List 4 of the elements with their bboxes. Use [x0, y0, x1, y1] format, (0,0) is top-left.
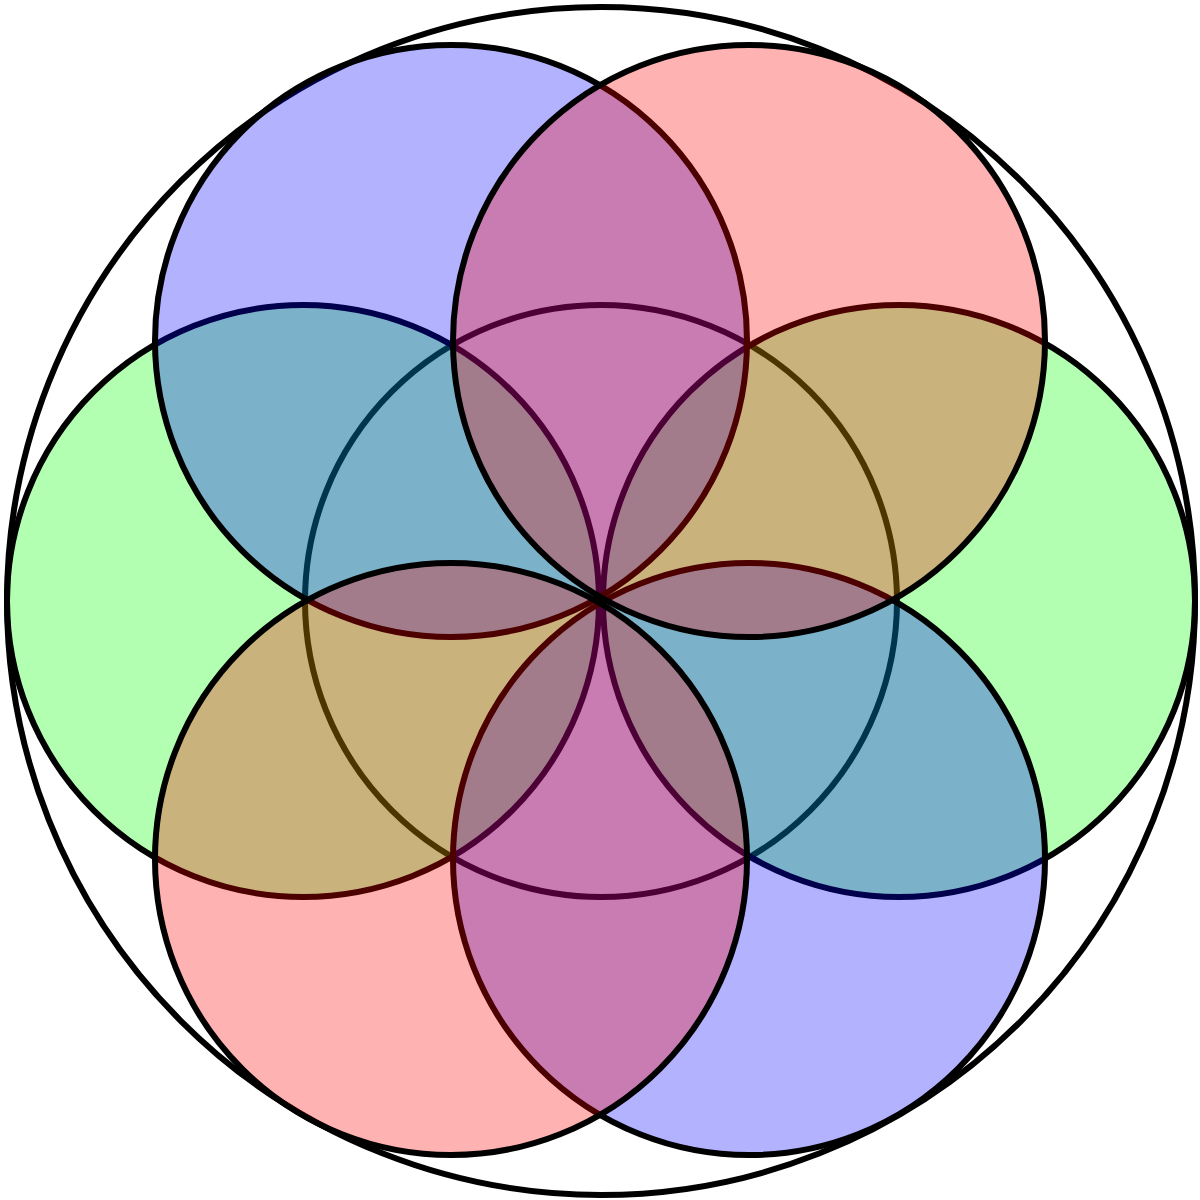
overlapping-circle — [152, 559, 750, 1158]
center-circle — [301, 301, 899, 899]
enclosing-circle — [3, 3, 1197, 1197]
overlapping-circle — [450, 42, 1048, 641]
